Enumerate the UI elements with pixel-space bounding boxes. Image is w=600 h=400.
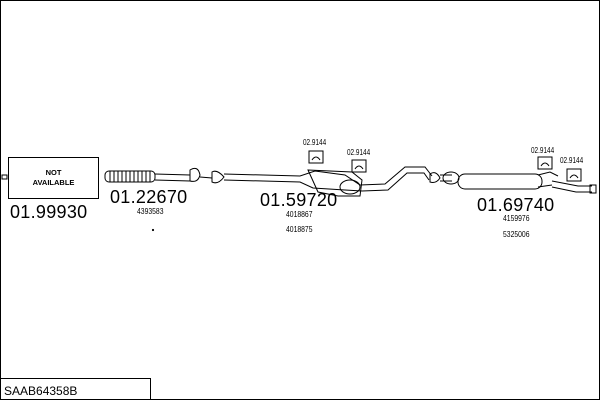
front-stub [1,174,8,180]
rear-silencer [429,171,597,194]
clamp-icon-2 [351,159,367,173]
part-ref-2-1: 4393583 [137,207,164,216]
dot-mark [151,228,155,232]
clamp-icon-1 [308,150,324,164]
clamp-label-4: 02.9144 [560,156,584,165]
clamp-label-2: 02.9144 [347,148,371,157]
clamp-label-3: 02.9144 [531,146,555,155]
flex-pipe [104,167,213,183]
part-ref-4-2: 5325006 [503,230,530,239]
part-ref-4-1: 4159976 [503,214,530,223]
clamp-icon-3 [537,156,553,170]
part-number-1: 01.99930 [10,202,88,222]
not-available-box: NOT AVAILABLE [8,157,99,199]
code-box [0,378,151,400]
clamp-label-1: 02.9144 [303,138,327,147]
clamp-icon-4 [566,168,582,182]
diagram-code: SAAB64358B [4,384,78,398]
part-number-2: 01.22670 [110,187,188,207]
not-available-line2: AVAILABLE [32,178,75,187]
not-available-line1: NOT [45,167,62,177]
part-number-3: 01.59720 [260,190,338,210]
part-ref-3-2: 4018875 [286,225,313,234]
middle-pipe [211,166,433,197]
part-number-4: 01.69740 [477,195,555,215]
part-ref-3-1: 4018867 [286,210,313,219]
